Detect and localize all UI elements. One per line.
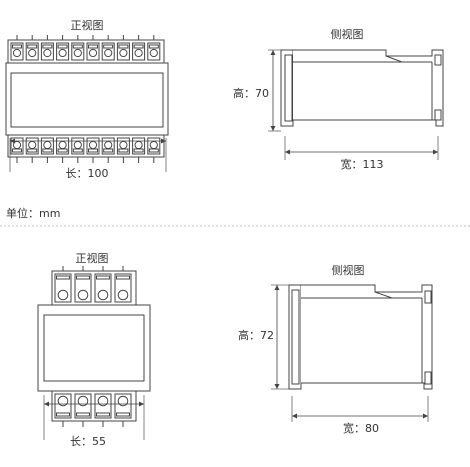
top-lower-screw-6 [88,140,98,150]
top-upper-screw-1 [12,48,22,58]
bottom-side-clip-bottom [424,371,432,385]
bottom-front-view [37,266,151,440]
bottom-lower-slot-1 [56,412,70,417]
bottom-side-clip-top [424,290,432,304]
top-lower-slot-8 [118,148,129,153]
top-upper-slot-6 [88,44,98,49]
bottom-side-title: 侧视图 [332,263,365,277]
top-upper-screw-8 [119,48,128,58]
top-upper-screw-9 [134,48,143,58]
bottom-upper-screw-2 [77,289,89,301]
bottom-height-label: 高：72 [238,328,274,342]
top-lower-slot-7 [103,148,114,153]
top-lower-screw-10 [149,140,158,150]
bottom-side-body [301,284,433,390]
top-upper-screw-7 [104,48,113,58]
bottom-front-lower-terminals [51,390,137,427]
top-lower-screw-7 [104,140,113,150]
top-lower-slot-2 [27,148,38,153]
top-upper-slot-9 [133,44,144,49]
bottom-lower-slot-3 [96,412,110,417]
top-height-label: 高：70 [233,86,269,100]
bottom-width-label: 长：55 [70,435,106,448]
top-lower-slot-6 [88,148,98,153]
top-side-view [268,49,444,160]
bottom-lower-slot-2 [76,412,90,417]
bottom-front-panel [43,314,145,382]
bottom-upper-slot-2 [76,275,90,280]
top-front-panel [10,72,164,128]
top-front-title: 正视图 [71,18,104,32]
top-side-clip-top [434,54,442,66]
top-upper-slot-8 [118,44,129,49]
top-upper-screw-5 [73,48,82,58]
top-lower-screw-2 [28,140,37,150]
bottom-upper-screw-3 [97,289,109,301]
bottom-lower-screw-4 [117,395,129,407]
top-upper-slot-5 [72,44,83,49]
top-lower-screw-5 [73,140,82,150]
bottom-upper-slot-3 [96,275,110,280]
top-upper-screw-3 [43,48,52,58]
bottom-side-slope [374,291,393,299]
top-side-title: 侧视图 [331,27,364,41]
bottom-upper-screw-4 [117,289,129,301]
bottom-upper-screw-1 [57,289,69,301]
bottom-upper-slot-1 [56,275,70,280]
bottom-front-upper-terminals [51,266,137,306]
top-upper-screw-6 [88,48,98,58]
top-upper-slot-10 [148,44,159,49]
top-lower-screw-4 [58,140,67,150]
units-label: 单位：mm [6,206,60,220]
top-front-lower-terminals [7,134,165,163]
top-lower-slot-4 [57,148,68,153]
top-upper-slot-4 [57,44,68,49]
bottom-front-title: 正视图 [76,251,109,265]
top-upper-slot-3 [42,44,53,49]
top-lower-screw-9 [134,140,143,150]
top-side-front-inner [284,54,293,122]
top-upper-slot-1 [12,44,22,49]
top-lower-screw-3 [43,140,52,150]
top-upper-screw-4 [58,48,67,58]
bottom-side-front-inner [291,289,300,385]
bottom-upper-slot-4 [116,275,130,280]
top-lower-slot-9 [133,148,144,153]
top-side-slope [385,55,403,63]
top-side-body [293,49,444,127]
top-upper-screw-2 [28,48,37,58]
top-depth-label: 宽：113 [341,157,384,171]
top-upper-slot-2 [27,44,38,49]
top-lower-slot-1 [12,148,22,153]
top-front-upper-terminals [7,35,165,64]
top-side-clip-bottom [434,109,442,121]
top-upper-slot-7 [103,44,114,49]
top-width-label: 长：100 [66,167,109,180]
top-lower-slot-10 [148,148,159,153]
bottom-lower-screw-1 [57,395,69,407]
bottom-side-view [271,284,433,422]
top-lower-slot-5 [72,148,83,153]
bottom-depth-label: 宽：80 [343,421,379,435]
bottom-lower-screw-2 [77,395,89,407]
top-lower-screw-8 [119,140,128,150]
top-front-view [5,35,169,172]
bottom-lower-slot-4 [116,412,130,417]
top-lower-slot-3 [42,148,53,153]
bottom-lower-screw-3 [97,395,109,407]
top-upper-screw-10 [149,48,158,58]
